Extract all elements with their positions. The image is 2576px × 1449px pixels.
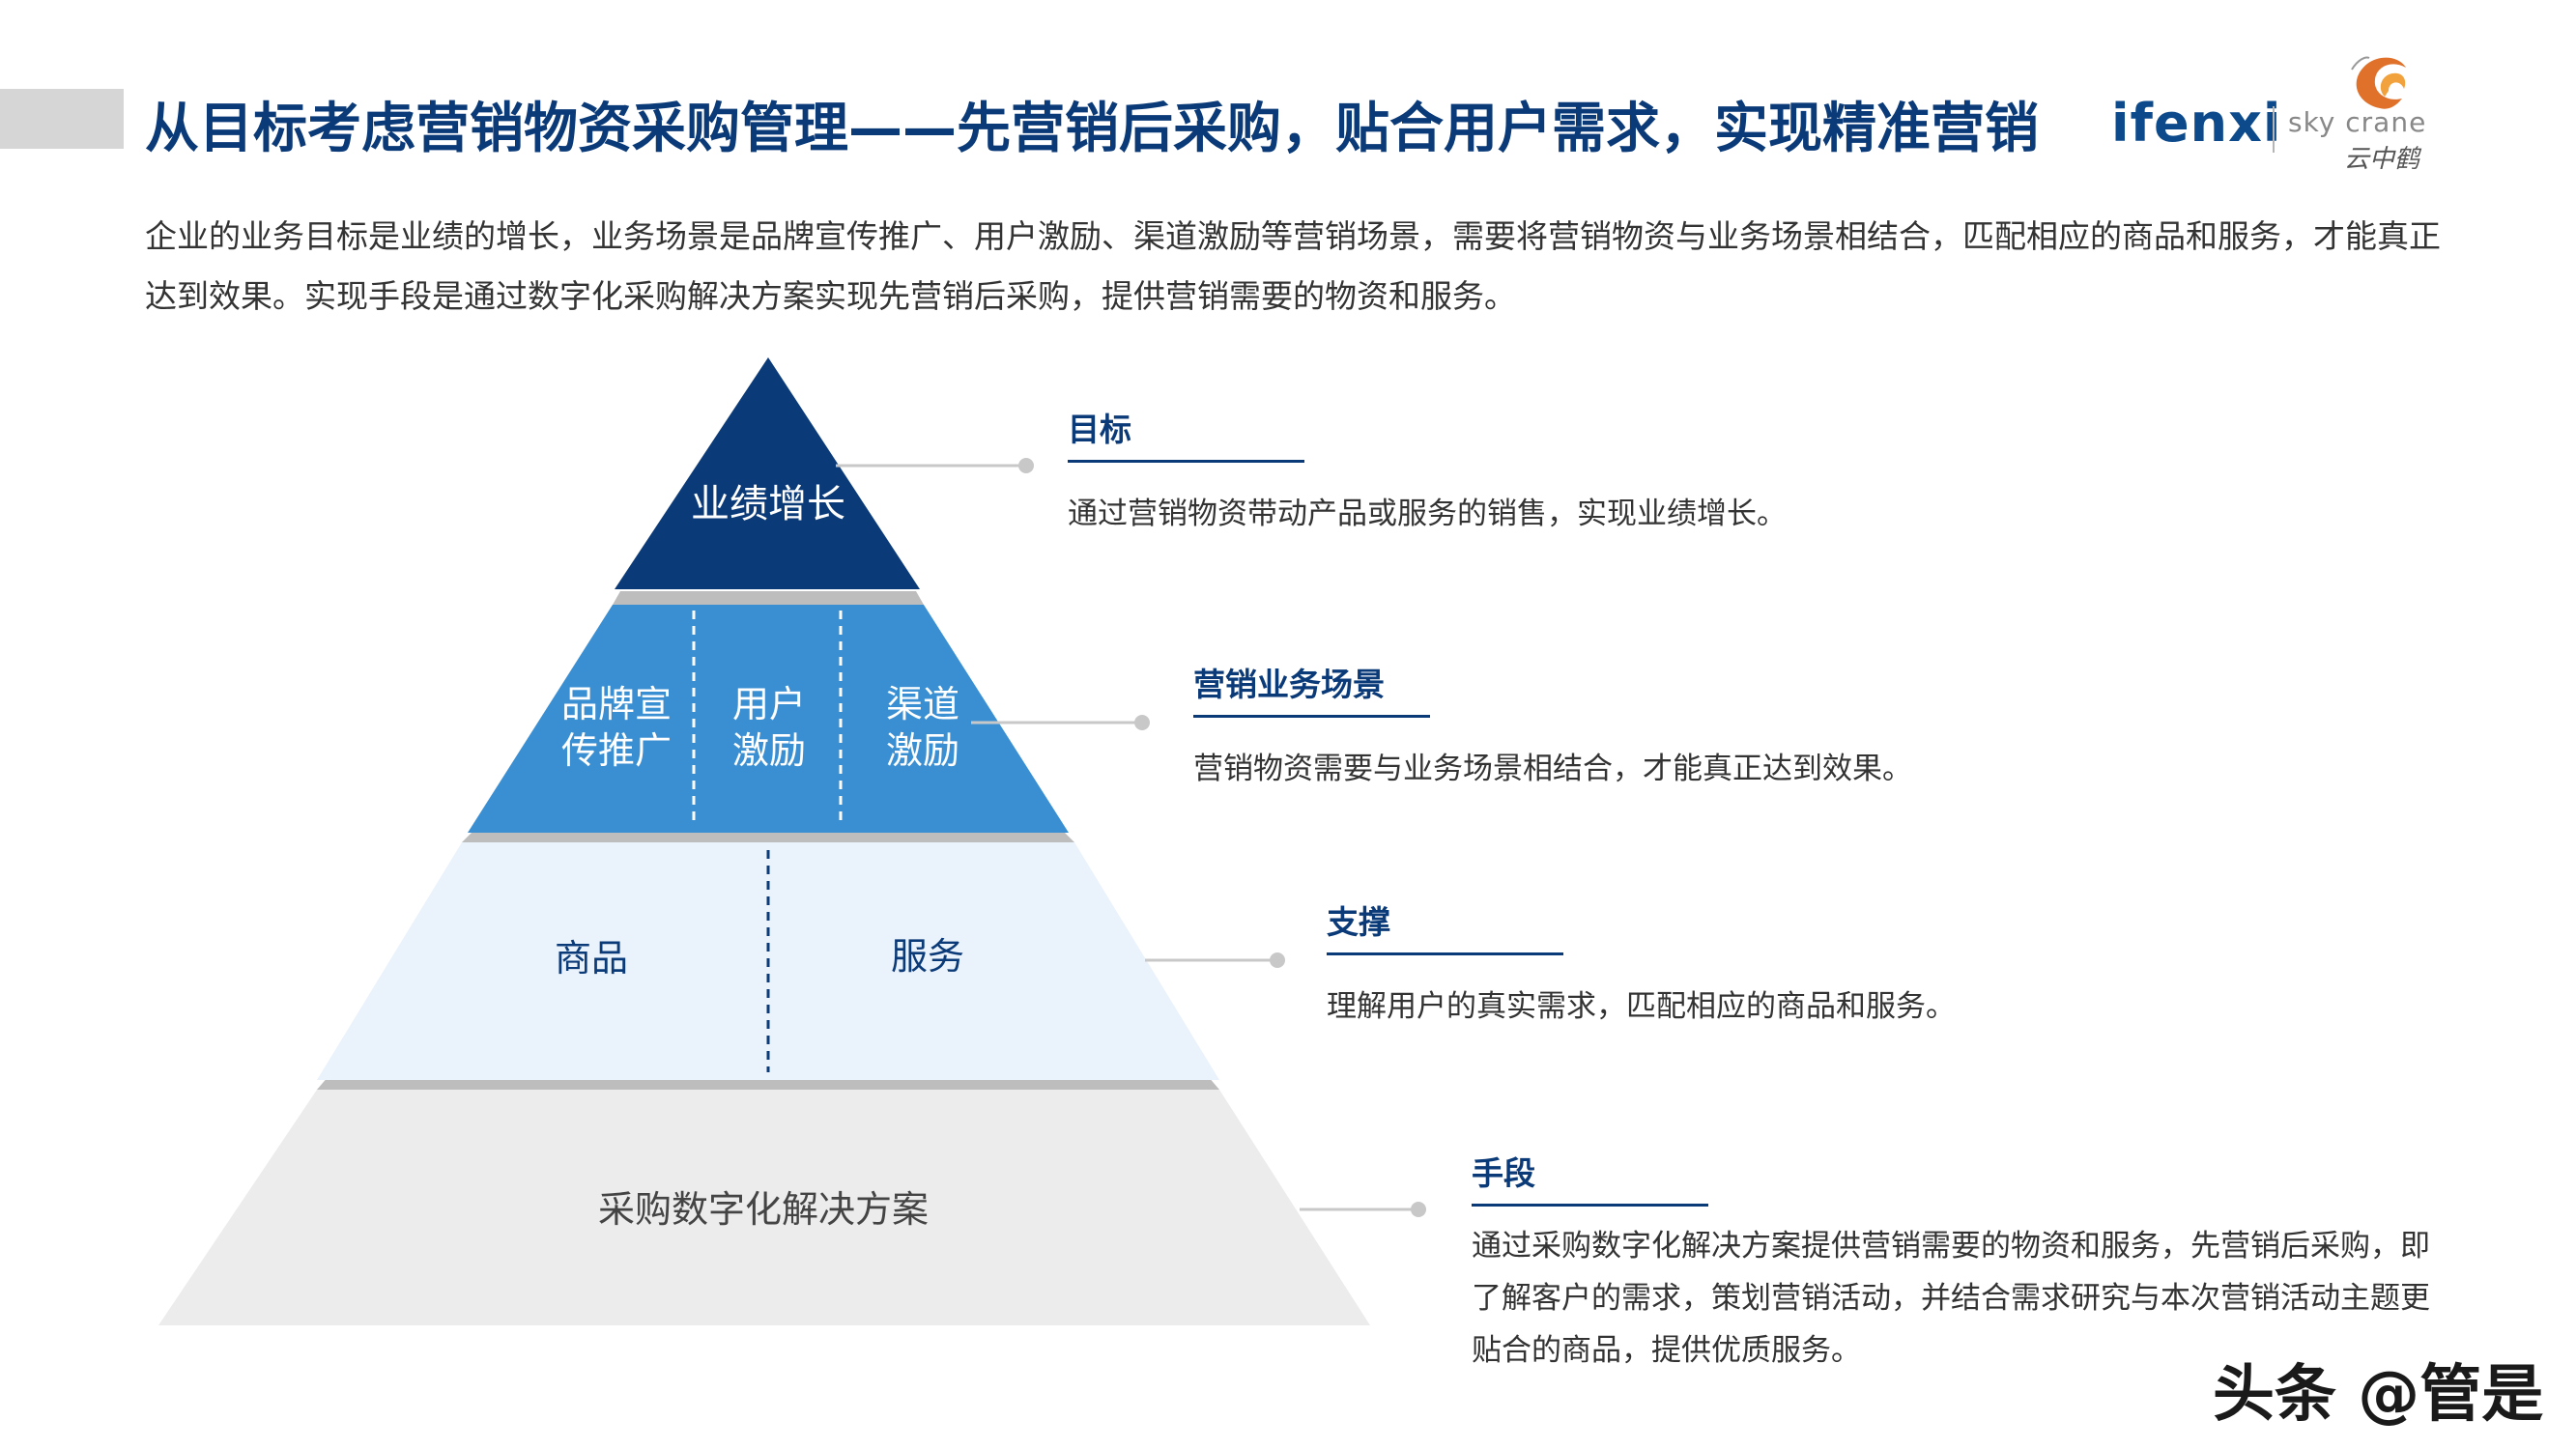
support-label-goods: 商品 (555, 937, 628, 980)
pyramid-top-shape (615, 357, 920, 589)
ifenxi-logo: ifenxi (2111, 93, 2282, 154)
item-support-underline (1327, 952, 1563, 955)
item-means-title: 手段 (1472, 1154, 1535, 1192)
item-scene-underline (1193, 715, 1430, 718)
connector-dot-1 (1018, 458, 1034, 473)
logo-divider (2273, 106, 2275, 153)
skycrane-cn-text: 云中鹤 (2344, 145, 2420, 174)
scene-label-1-line2: 传推广 (561, 729, 672, 772)
watermark-text: 头条 @管是 (2213, 1359, 2544, 1431)
item-means-desc: 通过采购数字化解决方案提供营销需要的物资和服务，先营销后采购，即了解客户的需求，… (1472, 1229, 2430, 1368)
scene-label-2-line2: 激励 (732, 729, 806, 772)
scene-label-1-line1: 品牌宣 (561, 683, 672, 725)
pyramid-support-bevel (462, 831, 1074, 842)
item-goal-underline (1068, 460, 1304, 463)
page-title: 从目标考虑营销物资采购管理——先营销后采购，贴合用户需求，实现精准营销 (145, 98, 2039, 160)
scene-label-3-line1: 渠道 (886, 683, 959, 725)
scene-label-2-line1: 用户 (732, 683, 806, 725)
connector-dot-4 (1411, 1202, 1426, 1217)
item-means-underline (1472, 1204, 1708, 1207)
scene-label-3-line2: 激励 (886, 729, 959, 772)
item-scene-title: 营销业务场景 (1193, 666, 1385, 703)
pyramid-scene-shape (468, 605, 1069, 833)
connector-dot-2 (1134, 715, 1150, 730)
skycrane-en-text: sky crane (2288, 106, 2427, 138)
support-label-service: 服务 (891, 935, 964, 978)
pyramid-scene-bevel (613, 591, 924, 605)
item-support-title: 支撑 (1327, 903, 1390, 941)
title-accent-bar (0, 89, 124, 149)
crane-swirl-icon (2351, 56, 2406, 109)
item-goal-title: 目标 (1068, 411, 1131, 448)
connector-dot-3 (1270, 952, 1285, 968)
item-support-desc: 理解用户的真实需求，匹配相应的商品和服务。 (1327, 989, 1956, 1024)
pyramid-base-label: 采购数字化解决方案 (598, 1188, 929, 1231)
skycrane-logo: sky crane 云中鹤 (2288, 50, 2462, 176)
pyramid-top-label: 业绩增长 (691, 482, 845, 526)
item-goal: 目标 通过营销物资带动产品或服务的销售，实现业绩增长。 (1068, 404, 1841, 540)
item-means: 手段 通过采购数字化解决方案提供营销需要的物资和服务，先营销后采购，即了解客户的… (1472, 1148, 2438, 1377)
item-goal-desc: 通过营销物资带动产品或服务的销售，实现业绩增长。 (1068, 497, 1787, 531)
item-scene-desc: 营销物资需要与业务场景相结合，才能真正达到效果。 (1193, 752, 1912, 786)
pyramid-base-shape (158, 1090, 1370, 1325)
item-support: 支撑 理解用户的真实需求，匹配相应的商品和服务。 (1327, 896, 2100, 1033)
intro-paragraph: 企业的业务目标是业绩的增长，业务场景是品牌宣传推广、用户激励、渠道激励等营销场景… (145, 217, 2441, 315)
item-scene: 营销业务场景 营销物资需要与业务场景相结合，才能真正达到效果。 (1193, 659, 1966, 795)
